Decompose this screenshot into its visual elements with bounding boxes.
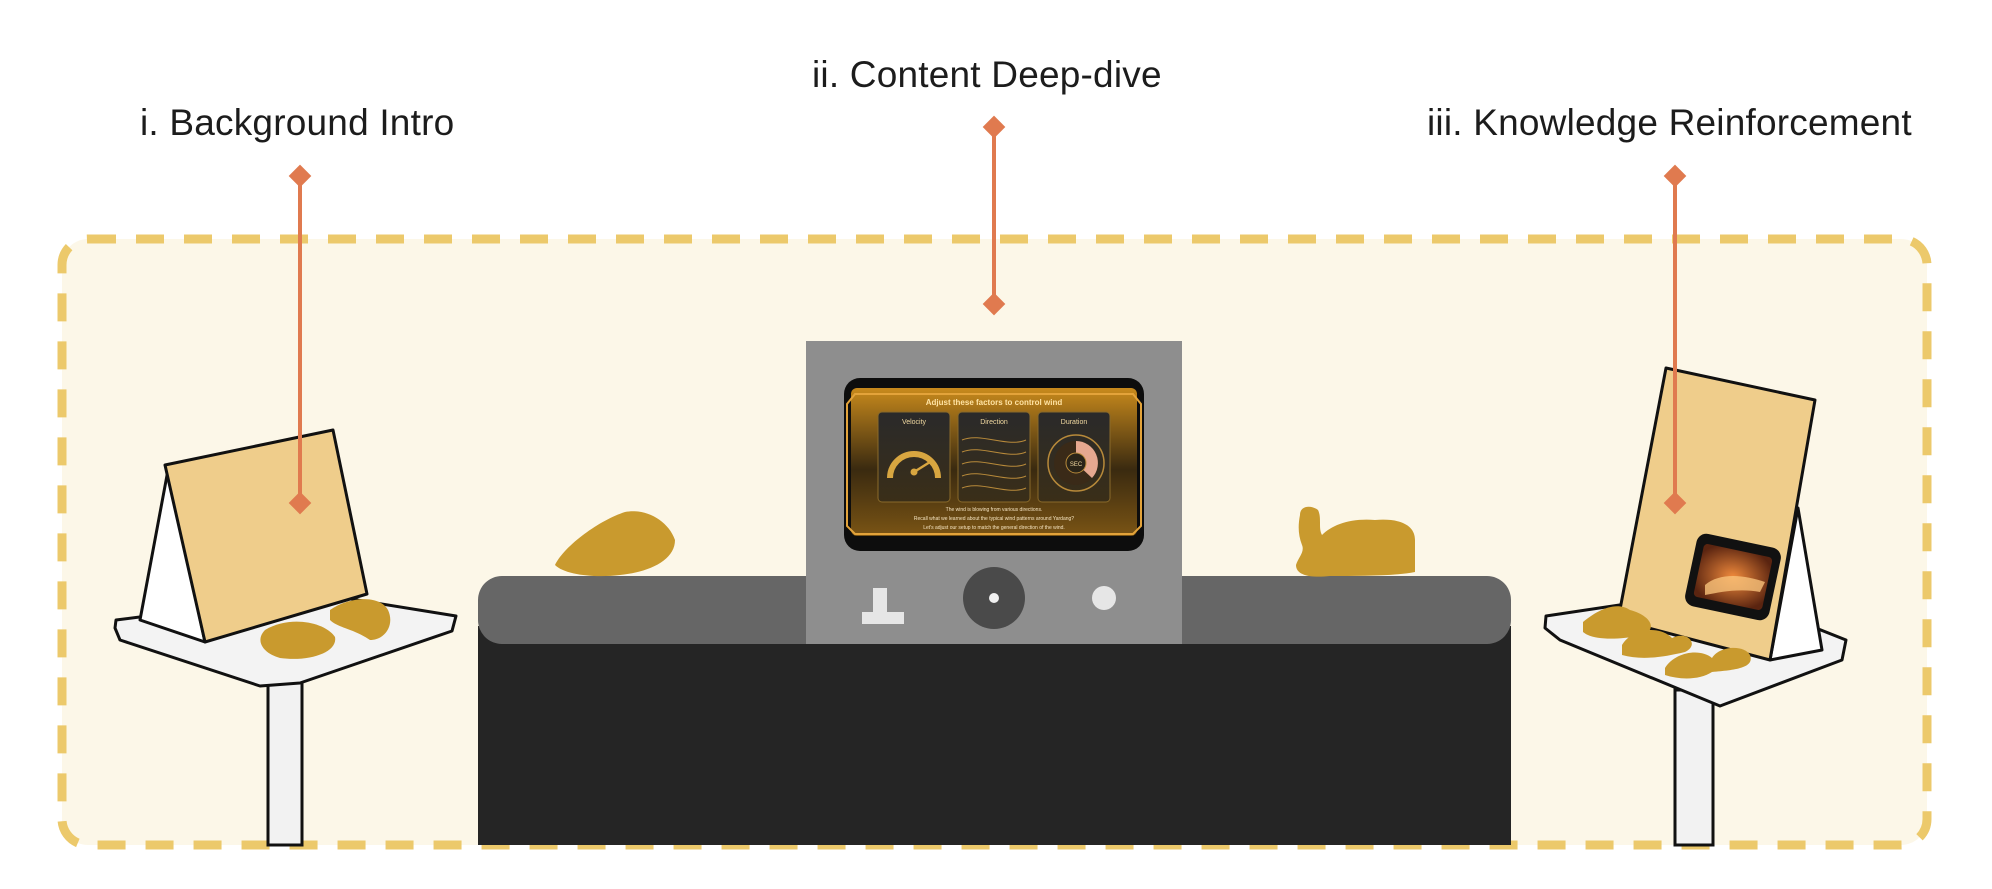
- touchscreen: Adjust these factors to control wind Vel…: [844, 378, 1144, 551]
- velocity-panel: Velocity: [878, 412, 950, 502]
- direction-panel: Direction: [958, 412, 1030, 502]
- velocity-label: Velocity: [902, 419, 927, 426]
- direction-label: Direction: [980, 419, 1008, 426]
- push-button: [1092, 586, 1116, 610]
- screen-line-3: Let's adjust our setup to match the gene…: [923, 525, 1065, 531]
- duration-dial-value: SEC: [1070, 462, 1083, 468]
- screen-title: Adjust these factors to control wind: [926, 398, 1063, 407]
- duration-label: Duration: [1061, 419, 1088, 426]
- screen-line-2: Recall what we learned about the typical…: [914, 516, 1074, 522]
- screen-line-1: The wind is blowing from various directi…: [946, 507, 1043, 513]
- duration-panel: Duration SEC: [1038, 412, 1110, 502]
